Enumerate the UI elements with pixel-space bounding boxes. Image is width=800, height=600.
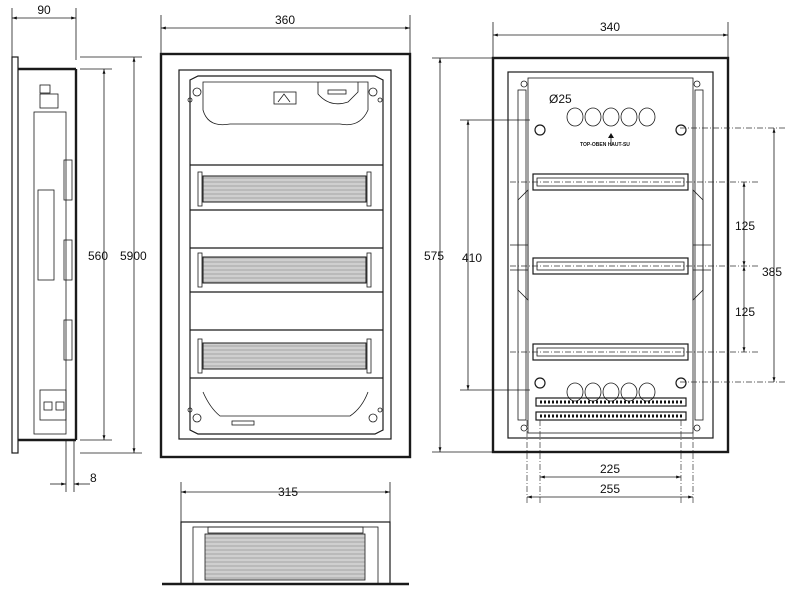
knockout-icon bbox=[566, 107, 656, 127]
dim-top-width: 315 bbox=[278, 485, 298, 499]
front-frame-outer bbox=[159, 52, 412, 459]
screw-icon bbox=[187, 87, 383, 423]
orientation-mark: TOP-OBEN HAUT-SU bbox=[580, 142, 630, 148]
dim-hole-spacing-inner: 225 bbox=[600, 462, 620, 476]
dim-back-width: 340 bbox=[600, 20, 620, 34]
dim-rail-spacing-2: 125 bbox=[735, 305, 755, 319]
dim-back-height: 575 bbox=[424, 249, 444, 263]
knockout-diameter-label: Ø25 bbox=[549, 92, 572, 106]
module-window bbox=[202, 175, 367, 203]
dim-side-inner-height: 560 bbox=[88, 249, 108, 263]
dim-side-depth: 90 bbox=[37, 3, 51, 17]
dim-side-offset: 8 bbox=[90, 471, 97, 485]
screw-icon bbox=[520, 80, 701, 432]
dim-side-outer-height: 5900 bbox=[120, 249, 147, 263]
back-view: 340 575 410 Ø25 TOP-OBEN bbox=[424, 20, 785, 505]
module-window bbox=[202, 342, 367, 370]
dim-rail-total: 385 bbox=[762, 265, 782, 279]
side-housing bbox=[11, 56, 19, 454]
dim-front-width: 360 bbox=[275, 13, 295, 27]
dim-rail-spacing-1: 125 bbox=[735, 219, 755, 233]
dim-back-inner-height: 410 bbox=[462, 251, 482, 265]
top-view: 315 bbox=[162, 482, 409, 586]
logo-badge bbox=[273, 91, 297, 105]
front-view: 360 bbox=[159, 13, 412, 459]
back-frame-outer bbox=[491, 56, 730, 454]
dim-hole-spacing-outer: 255 bbox=[600, 482, 620, 496]
side-view: 90 560 5900 8 bbox=[11, 3, 147, 492]
lock-slot bbox=[231, 420, 255, 426]
top-grill bbox=[204, 533, 366, 581]
knockout-icon bbox=[566, 382, 656, 402]
module-window bbox=[202, 256, 367, 284]
front-frame-inner bbox=[178, 69, 392, 440]
terminal-block bbox=[535, 397, 687, 421]
